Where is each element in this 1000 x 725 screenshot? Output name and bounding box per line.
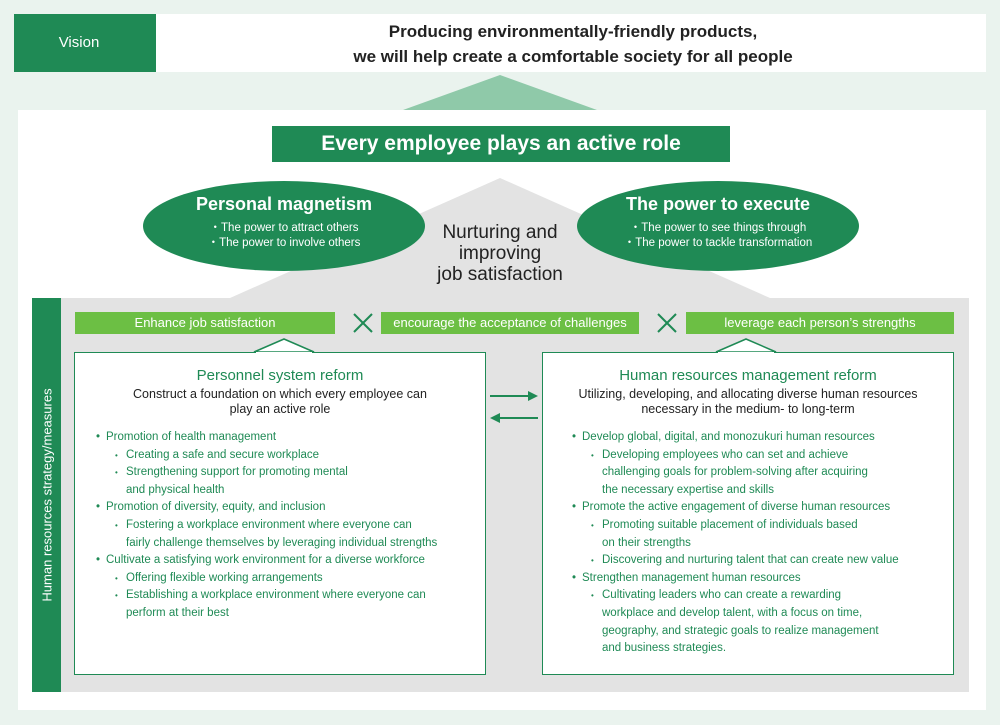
- list-item: Promoting suitable placement of individu…: [572, 517, 950, 535]
- left-box-list: Promotion of health management Creating …: [96, 429, 481, 623]
- list-item: and business strategies.: [602, 642, 727, 655]
- strip-enhance-job-satisfaction: Enhance job satisfaction: [75, 312, 335, 334]
- list-item: perform at their best: [126, 606, 229, 619]
- left-ellipse: Personal magnetism ・The power to attract…: [143, 193, 425, 251]
- right-ellipse-shape: [577, 181, 859, 271]
- right-ellipse-item: ・The power to see things through: [629, 222, 807, 234]
- right-box-subtitle: necessary in the medium- to long-term: [641, 402, 855, 416]
- list-item: challenging goals for problem-solving af…: [602, 466, 868, 479]
- vision-tag-arrow: [140, 14, 156, 72]
- list-item: Cultivate a satisfying work environment …: [96, 552, 481, 570]
- list-item: Offering flexible working arrangements: [96, 570, 481, 588]
- center-line-2: improving: [458, 243, 542, 264]
- center-line-3: job satisfaction: [437, 264, 563, 285]
- vision-band: [14, 14, 986, 72]
- left-box-subtitle: Construct a foundation on which every em…: [133, 387, 427, 401]
- list-item: geography, and strategic goals to realiz…: [602, 624, 879, 637]
- left-box-pointer: [253, 338, 315, 353]
- right-box-header: Human resources management reform Utiliz…: [544, 366, 952, 417]
- left-ellipse-item: ・The power to involve others: [207, 237, 361, 249]
- list-item: workplace and develop talent, with a foc…: [602, 606, 863, 619]
- left-ellipse-item: ・The power to attract others: [209, 222, 359, 234]
- multiply-icon: [353, 313, 373, 333]
- left-box-title: Personnel system reform: [196, 367, 364, 384]
- vision-line-1: Producing environmentally-friendly produ…: [388, 22, 758, 41]
- left-pointer-gap: [256, 352, 312, 355]
- right-ellipse-title: The power to execute: [625, 194, 811, 214]
- strip-leverage-strengths: leverage each person’s strengths: [686, 312, 954, 334]
- right-ellipse: The power to execute ・The power to see t…: [577, 193, 859, 251]
- list-item: Promote the active engagement of diverse…: [572, 499, 950, 517]
- left-ellipse-title: Personal magnetism: [195, 194, 373, 214]
- center-line-1: Nurturing and: [442, 222, 558, 243]
- list-item: Fostering a workplace environment where …: [96, 517, 481, 535]
- list-item: Developing employees who can set and ach…: [572, 447, 950, 465]
- right-box-title: Human resources management reform: [619, 367, 877, 384]
- bidirectional-arrows: [490, 391, 538, 423]
- vision-statement: Producing environmentally-friendly produ…: [160, 17, 986, 71]
- right-pointer-gap: [718, 352, 774, 355]
- list-item: fairly challenge themselves by leveragin…: [126, 536, 438, 549]
- roof-triangle: [230, 178, 770, 298]
- center-text: Nurturing and improving job satisfaction: [405, 222, 595, 285]
- arrow-left-head: [490, 413, 500, 423]
- list-item: Creating a safe and secure workplace: [96, 447, 481, 465]
- list-item: and physical health: [126, 483, 225, 496]
- right-box-pointer: [715, 338, 777, 353]
- list-item: Cultivating leaders who can create a rew…: [572, 587, 950, 605]
- strip-encourage-challenges: encourage the acceptance of challenges: [381, 312, 639, 334]
- list-item: Strengthen management human resources: [572, 570, 950, 588]
- list-item: Promotion of diversity, equity, and incl…: [96, 499, 481, 517]
- list-item: Discovering and nurturing talent that ca…: [572, 552, 950, 570]
- vision-tag: [14, 14, 156, 72]
- arrow-right-head: [528, 391, 538, 401]
- banner: Every employee plays an active role: [272, 126, 730, 162]
- list-item: Strengthening support for promoting ment…: [96, 464, 481, 482]
- list-item: Promotion of health management: [96, 429, 481, 447]
- left-ellipse-shape: [143, 181, 425, 271]
- left-box-subtitle: play an active role: [229, 402, 331, 416]
- list-item: Establishing a workplace environment whe…: [96, 587, 481, 605]
- sidebar-strip: [32, 298, 61, 692]
- vision-tag-label: Vision: [58, 34, 100, 51]
- multiply-icon: [657, 313, 677, 333]
- right-ellipse-item: ・The power to tackle transformation: [623, 237, 813, 249]
- list-item: on their strengths: [602, 536, 691, 549]
- right-box-subtitle: Utilizing, developing, and allocating di…: [578, 387, 918, 401]
- list-item: Develop global, digital, and monozukuri …: [572, 429, 950, 447]
- left-box-header: Personnel system reform Construct a foun…: [76, 366, 484, 417]
- top-triangle: [403, 75, 597, 110]
- right-box-list: Develop global, digital, and monozukuri …: [572, 429, 950, 658]
- vision-line-2: we will help create a comfortable societ…: [353, 47, 793, 66]
- sidebar-label-wrap: Human resources strategy/measures: [32, 298, 61, 692]
- sidebar-label: Human resources strategy/measures: [39, 388, 54, 602]
- list-item: the necessary expertise and skills: [602, 483, 774, 496]
